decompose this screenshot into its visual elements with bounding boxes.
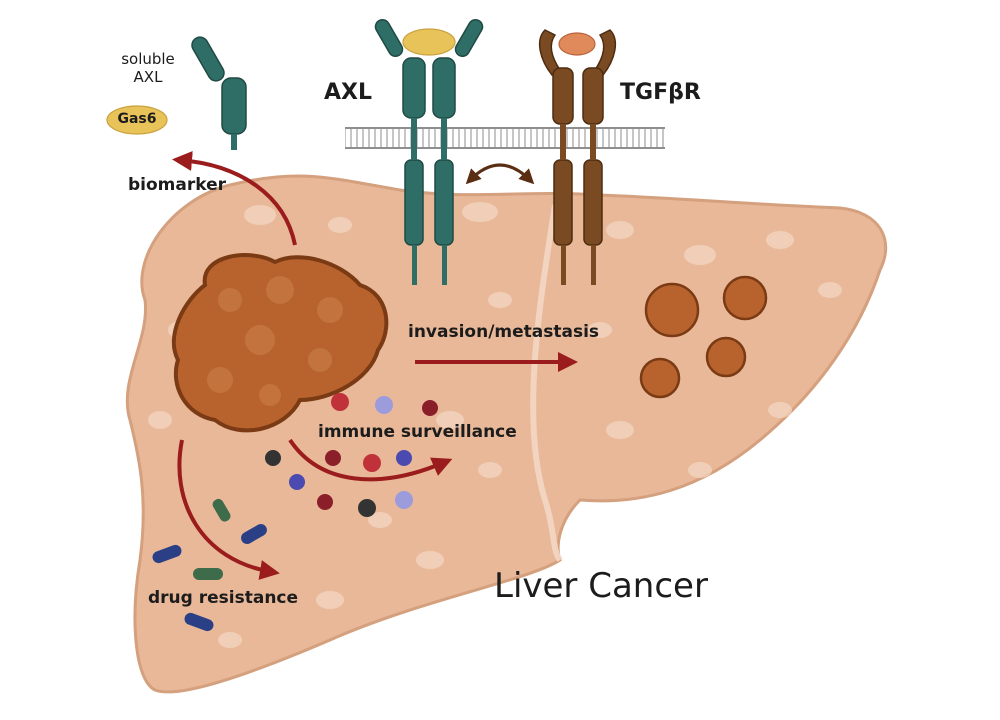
tumor-mass-icon [171, 253, 389, 433]
drug-resistance-arrow [177, 439, 280, 580]
crosstalk-arrow [465, 163, 535, 185]
biomarker-label: biomarker [128, 175, 227, 195]
invasion-label: invasion/metastasis [408, 322, 600, 342]
gas6-label: Gas6 [117, 111, 157, 127]
drug-capsule-icon [152, 498, 267, 632]
page-title: Liver Cancer [494, 566, 708, 606]
gas6-ligand-icon [402, 28, 456, 56]
axl-receptor-icon [374, 18, 484, 285]
soluble-label: soluble AXL [116, 50, 180, 86]
soluble-axl-icon [191, 36, 247, 150]
axl-label: AXL [324, 80, 373, 105]
soluble-label-line1: soluble [121, 50, 175, 68]
immune-cell-icon [265, 393, 438, 517]
immune-arrow [288, 438, 453, 482]
soluble-label-line2: AXL [133, 68, 163, 86]
biomarker-arrow [172, 151, 297, 246]
tgfbr-label: TGFβR [620, 80, 701, 105]
gas6-ligand-icon [106, 105, 168, 135]
drug-label: drug resistance [148, 588, 299, 608]
tgfbr-receptor-icon [538, 29, 617, 285]
metastatic-nodule-icon [639, 275, 768, 399]
immune-label: immune surveillance [318, 422, 517, 442]
cell-membrane [345, 127, 665, 149]
